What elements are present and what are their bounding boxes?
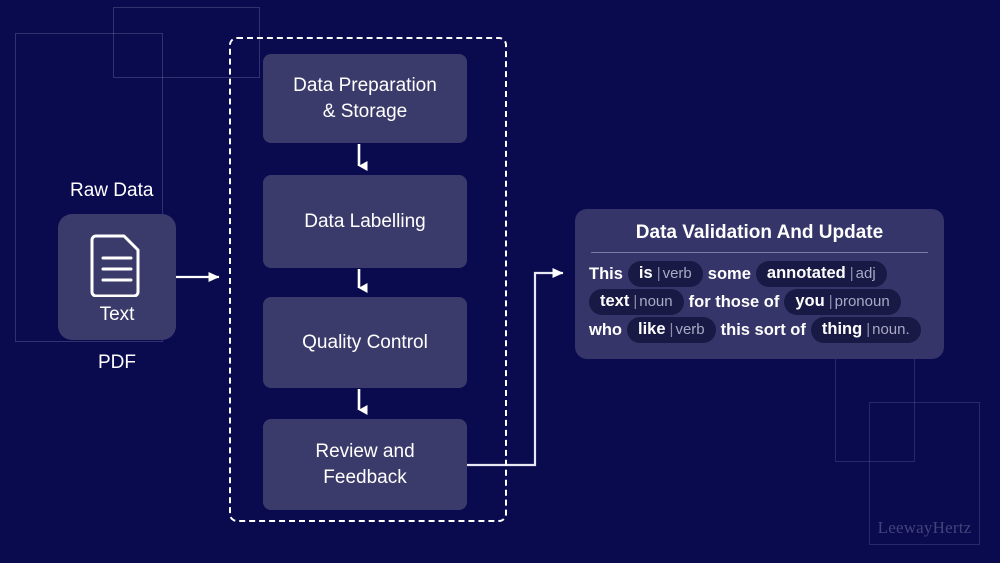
- step-label: Review and Feedback: [315, 440, 415, 488]
- annotated-token[interactable]: textnoun: [589, 289, 684, 315]
- token-word: annotated: [766, 264, 846, 282]
- token-word: like: [638, 320, 666, 338]
- token-word: thing: [821, 320, 863, 338]
- annotated-token[interactable]: annotatedadj: [755, 261, 887, 287]
- validation-panel-title: Data Validation And Update: [635, 222, 884, 243]
- step-review-and-feedback[interactable]: Review and Feedback: [263, 419, 467, 510]
- annotated-token[interactable]: youpronoun: [784, 289, 901, 315]
- pipeline-container: [229, 37, 507, 522]
- annotated-token[interactable]: likeverb: [627, 317, 716, 343]
- sentence-line: textnounfor those ofyoupronoun: [587, 288, 932, 316]
- token-word: text: [600, 292, 630, 310]
- step-label: Data Preparation & Storage: [293, 74, 437, 122]
- plain-word: who: [589, 320, 622, 339]
- annotated-token[interactable]: thingnoun.: [810, 317, 921, 343]
- token-pos-tag: verb: [670, 321, 704, 338]
- step-data-labelling[interactable]: Data Labelling: [263, 175, 467, 268]
- source-card-label: Text: [99, 303, 135, 325]
- token-pos-tag: adj: [850, 265, 876, 282]
- token-pos-tag: noun: [633, 293, 672, 310]
- plain-word: this sort of: [720, 320, 806, 339]
- token-pos-tag: verb: [657, 265, 692, 282]
- step-label: Data Labelling: [304, 210, 426, 232]
- panel-divider: [591, 252, 928, 253]
- token-word: is: [638, 264, 653, 282]
- source-card-pdf[interactable]: Text: [58, 214, 176, 340]
- annotated-sentence: Thisisverbsomeannotatedadjtextnounfor th…: [587, 260, 932, 344]
- step-data-preparation-storage[interactable]: Data Preparation & Storage: [263, 54, 467, 143]
- source-caption: PDF: [98, 352, 136, 373]
- raw-data-label: Raw Data: [70, 180, 154, 201]
- step-label: Quality Control: [302, 331, 428, 353]
- annotated-token[interactable]: isverb: [627, 261, 703, 287]
- token-pos-tag: pronoun: [829, 293, 890, 310]
- document-text-icon: [90, 234, 140, 297]
- step-quality-control[interactable]: Quality Control: [263, 297, 467, 388]
- plain-word: This: [589, 264, 623, 283]
- token-word: you: [795, 292, 825, 310]
- watermark-leewayhertz: LeewayHertz: [877, 518, 972, 537]
- plain-word: for those of: [688, 292, 780, 311]
- validation-panel: Data Validation And Update Thisisverbsom…: [575, 209, 944, 359]
- token-pos-tag: noun.: [866, 321, 910, 338]
- sentence-line: Thisisverbsomeannotatedadj: [587, 260, 932, 288]
- plain-word: some: [707, 264, 751, 283]
- sentence-line: wholikeverbthis sort ofthingnoun.: [587, 316, 932, 344]
